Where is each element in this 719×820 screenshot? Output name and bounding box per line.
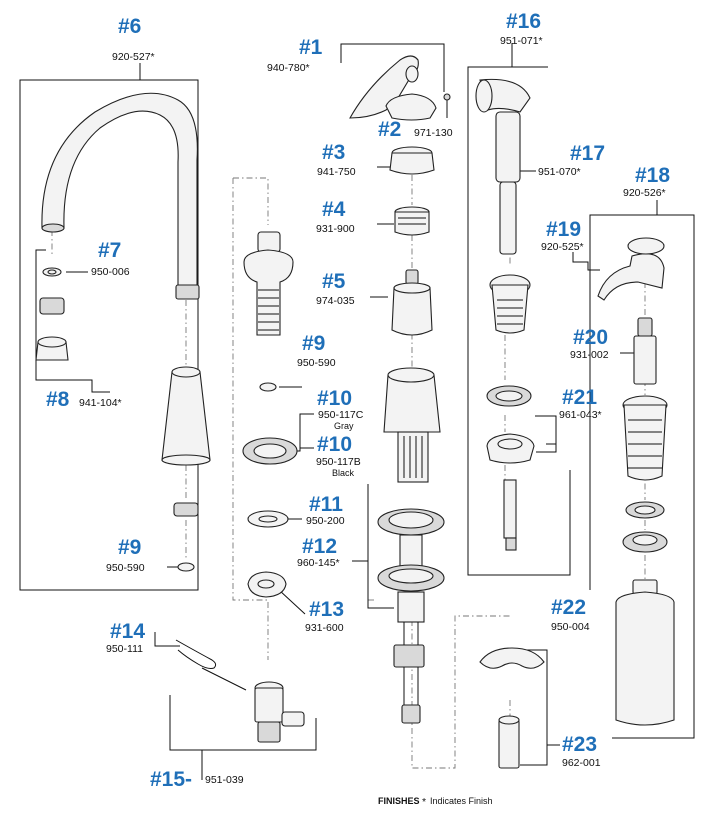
callout-23: #23 962-001 (562, 733, 601, 769)
part-number: 951-071* (500, 35, 543, 47)
finish-note: Indicates Finish (430, 796, 493, 806)
part-number: 950-004 (551, 621, 590, 633)
part-number: 950-590 (297, 357, 336, 369)
finish-asterisk: * (422, 796, 426, 808)
callout-number: #10 (317, 387, 352, 410)
cap-3-nut-4 (389, 146, 435, 236)
callout-number: #18 (635, 164, 670, 187)
callout-number: #20 (573, 326, 608, 349)
callout-15: #15- 951-039 (150, 768, 244, 791)
cartridge-5 (391, 269, 433, 336)
tee-15 (254, 681, 305, 743)
bracket-23 (479, 647, 545, 769)
callout-16: #16 951-071* (500, 10, 543, 47)
part-number: 950-117C (318, 409, 364, 421)
callout-number: #11 (309, 493, 343, 516)
callout-18: #18 920-526* (623, 164, 670, 199)
shank-left (243, 231, 294, 392)
callout-number: #9 (302, 332, 325, 355)
part-number: 950-200 (306, 515, 345, 527)
part-number: 974-035 (316, 295, 355, 307)
callout-number: #13 (309, 598, 344, 621)
callout-number: #6 (118, 15, 141, 38)
part-number: 950-590 (106, 562, 145, 574)
side-spray-parts-21 (486, 274, 535, 551)
part-number: 941-750 (317, 166, 356, 178)
spout-6 (41, 92, 200, 300)
callout-13: #13 931-600 (305, 598, 344, 634)
callout-number: #4 (322, 198, 346, 221)
callout-9-valve: #9 950-590 (297, 332, 336, 369)
finishes-label: FINISHES (378, 796, 420, 806)
callout-number: #17 (570, 142, 605, 165)
spout-base (161, 366, 211, 572)
part-number: 951-039 (205, 774, 244, 786)
leader-lines (19, 43, 695, 780)
body-12 (377, 367, 445, 724)
callout-number: #23 (562, 733, 597, 756)
callout-number: #7 (98, 239, 121, 262)
finishes-footnote: FINISHES * Indicates Finish (378, 796, 493, 808)
part-number: 961-043* (559, 409, 602, 421)
callout-number: #5 (322, 270, 346, 293)
part-number: 971-130 (414, 127, 453, 139)
callout-number: #10 (317, 433, 352, 456)
clip-14 (175, 639, 217, 669)
callout-4: #4 931-900 (316, 198, 355, 235)
callout-14: #14 950-111 (106, 620, 145, 655)
callout-11: #11 950-200 (306, 493, 345, 527)
part-number: 920-526* (623, 187, 666, 199)
finish-label: Gray (334, 421, 354, 431)
part-number: 941-104* (79, 397, 122, 409)
callout-number: #14 (110, 620, 145, 643)
callout-number: #19 (546, 218, 581, 241)
callout-3: #3 941-750 (317, 141, 356, 178)
callout-1: #1 940-780* (267, 36, 323, 74)
callout-number: #1 (299, 36, 323, 59)
callout-number: #22 (551, 596, 586, 619)
part-number: 931-600 (305, 622, 344, 634)
callout-10-black: #10 950-117B Black (316, 433, 361, 478)
part-number: 931-900 (316, 223, 355, 235)
part-number: 950-111 (106, 643, 143, 655)
soap-dispenser-18-22 (597, 237, 675, 726)
callout-17: #17 951-070* (538, 142, 605, 178)
part-number: 950-006 (91, 266, 130, 278)
sprayer-16-17 (475, 78, 531, 255)
callout-2: #2 971-130 (378, 118, 453, 141)
callout-8: #8 941-104* (46, 388, 122, 411)
finish-label: Black (332, 468, 355, 478)
callout-10-gray: #10 950-117C Gray (317, 387, 364, 431)
callout-20: #20 931-002 (570, 326, 609, 361)
part-number: 940-780* (267, 62, 310, 74)
gaskets-left (242, 437, 298, 598)
callout-22: #22 950-004 (551, 596, 590, 633)
aerator-7-8 (35, 267, 69, 361)
part-number: 950-117B (316, 456, 361, 468)
part-number: 920-527* (112, 51, 155, 63)
callout-number: #9 (118, 536, 141, 559)
part-number: 960-145* (297, 557, 340, 569)
part-number: 920-525* (541, 241, 584, 253)
callout-number: #8 (46, 388, 70, 411)
callout-19: #19 920-525* (541, 218, 584, 253)
part-number: 951-070* (538, 166, 581, 178)
callout-9-spout: #9 950-590 (106, 536, 145, 574)
callout-number: #15- (150, 768, 192, 791)
callout-21: #21 961-043* (559, 386, 602, 421)
callout-number: #12 (302, 535, 337, 558)
callout-number: #16 (506, 10, 541, 33)
callout-number: #21 (562, 386, 597, 409)
callout-number: #2 (378, 118, 401, 141)
callout-5: #5 974-035 (316, 270, 355, 307)
part-number: 931-002 (570, 349, 609, 361)
part-number: 962-001 (562, 757, 601, 769)
callout-12: #12 960-145* (297, 535, 340, 569)
handle-1 (349, 55, 451, 121)
callout-number: #3 (322, 141, 345, 164)
callout-7: #7 950-006 (91, 239, 130, 278)
callout-6: #6 920-527* (112, 15, 155, 63)
